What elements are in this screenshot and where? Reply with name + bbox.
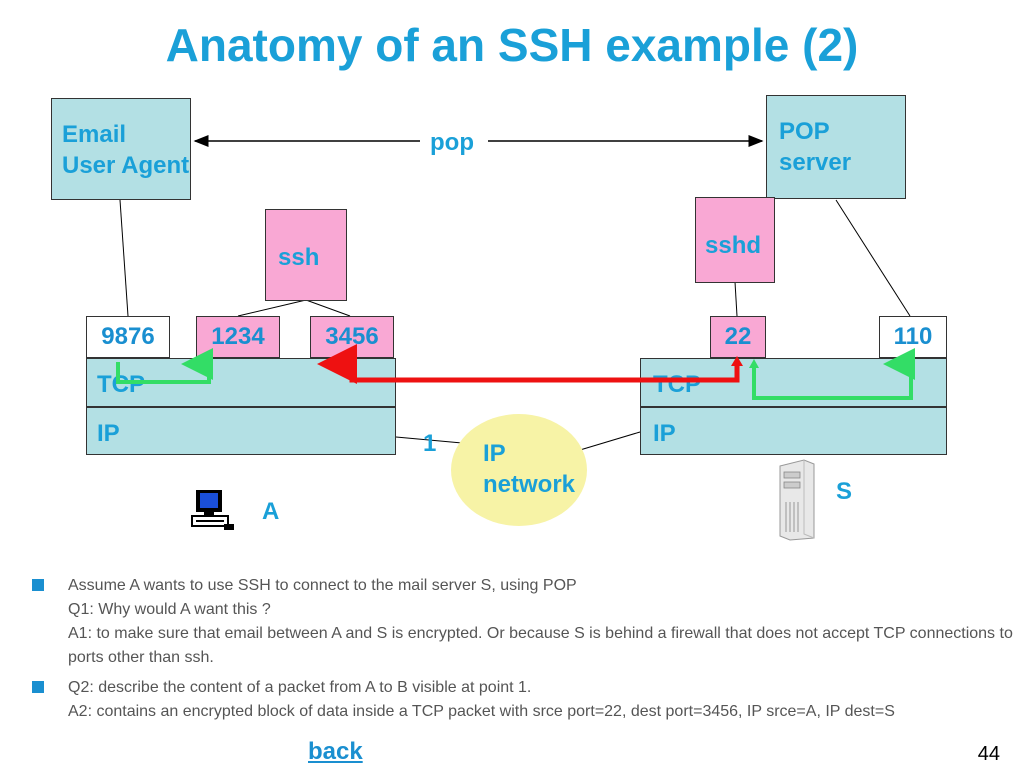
ip-right-label: IP <box>653 420 676 447</box>
green-arrow-right-start-head <box>749 359 759 368</box>
ip-layer-right: IP <box>640 407 947 455</box>
bullet-list: Assume A wants to use SSH to connect to … <box>28 574 1018 730</box>
ssh-label: ssh <box>278 244 320 271</box>
network-to-ip-right-line <box>579 431 641 451</box>
host-s-label: S <box>836 478 853 505</box>
pop-server-box: POP server <box>766 95 906 199</box>
bullet-line: Q1: Why would A want this ? <box>68 601 271 618</box>
bullet-line: A1: to make sure that email between A an… <box>68 625 1013 666</box>
bullet-square-icon <box>32 579 44 591</box>
bullet-line: Q2: describe the content of a packet fro… <box>68 679 532 696</box>
bullet-line: Assume A wants to use SSH to connect to … <box>68 577 577 594</box>
ip-network-ellipse: IP network <box>451 414 587 526</box>
pop-server-label: POP server <box>779 118 852 176</box>
green-arrow-left <box>116 348 213 384</box>
sshd-to-22-line <box>734 281 738 317</box>
tcp-left-label: TCP <box>97 371 145 398</box>
bullet-item: Assume A wants to use SSH to connect to … <box>28 574 1018 670</box>
ip-left-label: IP <box>97 420 120 447</box>
email-user-agent-label: Email User Agent <box>62 121 190 179</box>
email-user-agent-box: Email User Agent <box>51 98 191 200</box>
back-link[interactable]: back <box>308 738 363 765</box>
ip-layer-left: IP <box>86 407 396 455</box>
port-9876: 9876 <box>86 316 170 358</box>
page-title: Anatomy of an SSH example (2) <box>165 19 859 71</box>
red-tunnel-arrow <box>317 344 740 384</box>
pop-label: pop <box>430 129 474 156</box>
pop-to-110-line <box>835 199 911 317</box>
bullet-square-icon <box>32 681 44 693</box>
computer-icon <box>191 490 234 530</box>
bullet-line: A2: contains an encrypted block of data … <box>68 703 895 720</box>
page-number: 44 <box>977 743 1000 765</box>
port-1234: 1234 <box>196 316 280 358</box>
ip-left-to-network-line <box>395 436 463 444</box>
red-tunnel-arrowhead-start <box>731 356 743 366</box>
host-a-label: A <box>262 498 280 525</box>
sshd-label: sshd <box>705 232 762 259</box>
bullet-item: Q2: describe the content of a packet fro… <box>28 676 1018 724</box>
ssh-to-1234-line <box>237 299 307 317</box>
point-1-label: 1 <box>423 430 437 457</box>
sshd-box: sshd <box>695 197 775 283</box>
server-icon <box>779 459 815 541</box>
tcp-right-label: TCP <box>653 371 701 398</box>
ip-network-label: IP network <box>483 440 576 498</box>
port-22: 22 <box>710 316 766 358</box>
agent-to-9876-line <box>119 199 129 317</box>
ssh-box: ssh <box>265 209 347 301</box>
ssh-to-3456-line <box>305 299 351 317</box>
green-arrow-right <box>752 348 915 400</box>
